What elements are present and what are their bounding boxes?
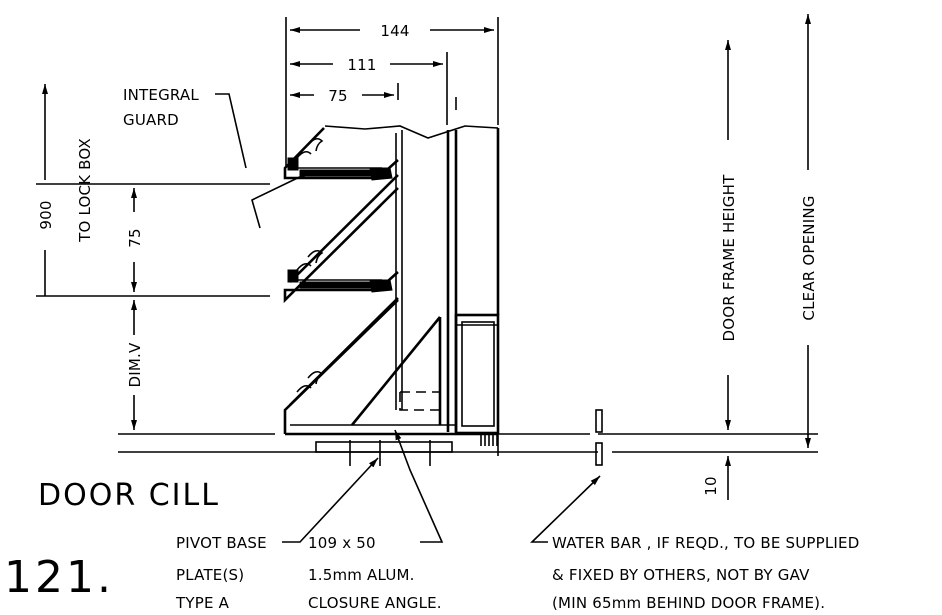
clear-opening-label: CLEAR OPENING bbox=[800, 195, 818, 320]
dim-75-horizontal: 75 bbox=[328, 87, 348, 105]
water-bar-callout: WATER BAR , IF REQD., TO BE SUPPLIED & F… bbox=[530, 475, 859, 612]
floor-and-pivot bbox=[118, 409, 818, 466]
lock-box-label: TO LOCK BOX bbox=[76, 138, 94, 243]
dim-v: DIM.V bbox=[126, 342, 144, 387]
door-frame-height-label: DOOR FRAME HEIGHT bbox=[720, 174, 738, 342]
closure-angle-callout: 109 x 50 1.5mm ALUM. CLOSURE ANGLE. bbox=[308, 429, 444, 612]
closure-angle-line3: CLOSURE ANGLE. bbox=[308, 594, 442, 612]
louvre-section bbox=[283, 125, 500, 456]
pivot-base-line1: PIVOT BASE bbox=[176, 534, 267, 552]
drawing-title: DOOR CILL bbox=[38, 478, 220, 513]
pivot-base-line3: TYPE A bbox=[175, 594, 230, 612]
closure-angle-line1: 109 x 50 bbox=[308, 534, 376, 552]
dim-111: 111 bbox=[347, 56, 376, 74]
dim-75-vertical: 75 bbox=[126, 228, 144, 248]
water-bar-line1: WATER BAR , IF REQD., TO BE SUPPLIED bbox=[552, 534, 859, 552]
dim-144: 144 bbox=[380, 22, 409, 40]
left-dimensions: 900 TO LOCK BOX 75 DIM.V bbox=[36, 84, 275, 435]
integral-guard-line1: INTEGRAL bbox=[123, 86, 199, 104]
pivot-base-callout: PIVOT BASE PLATE(S) TYPE A bbox=[175, 457, 379, 612]
dim-10: 10 bbox=[702, 476, 720, 496]
integral-guard-callout: INTEGRAL GUARD bbox=[123, 86, 311, 229]
closure-angle-line2: 1.5mm ALUM. bbox=[308, 566, 415, 584]
pivot-base-line2: PLATE(S) bbox=[176, 566, 244, 584]
top-dimensions: 144 111 75 bbox=[285, 17, 499, 168]
water-bar-line2: & FIXED BY OTHERS, NOT BY GAV bbox=[552, 566, 810, 584]
water-bar-line3: (MIN 65mm BEHIND DOOR FRAME). bbox=[552, 594, 825, 612]
dim-900: 900 bbox=[37, 200, 55, 229]
drawing-number: 121. bbox=[4, 552, 114, 603]
right-dimensions: DOOR FRAME HEIGHT CLEAR OPENING 10 bbox=[702, 13, 818, 500]
integral-guard-line2: GUARD bbox=[123, 111, 179, 129]
seal-hatch bbox=[480, 434, 498, 446]
